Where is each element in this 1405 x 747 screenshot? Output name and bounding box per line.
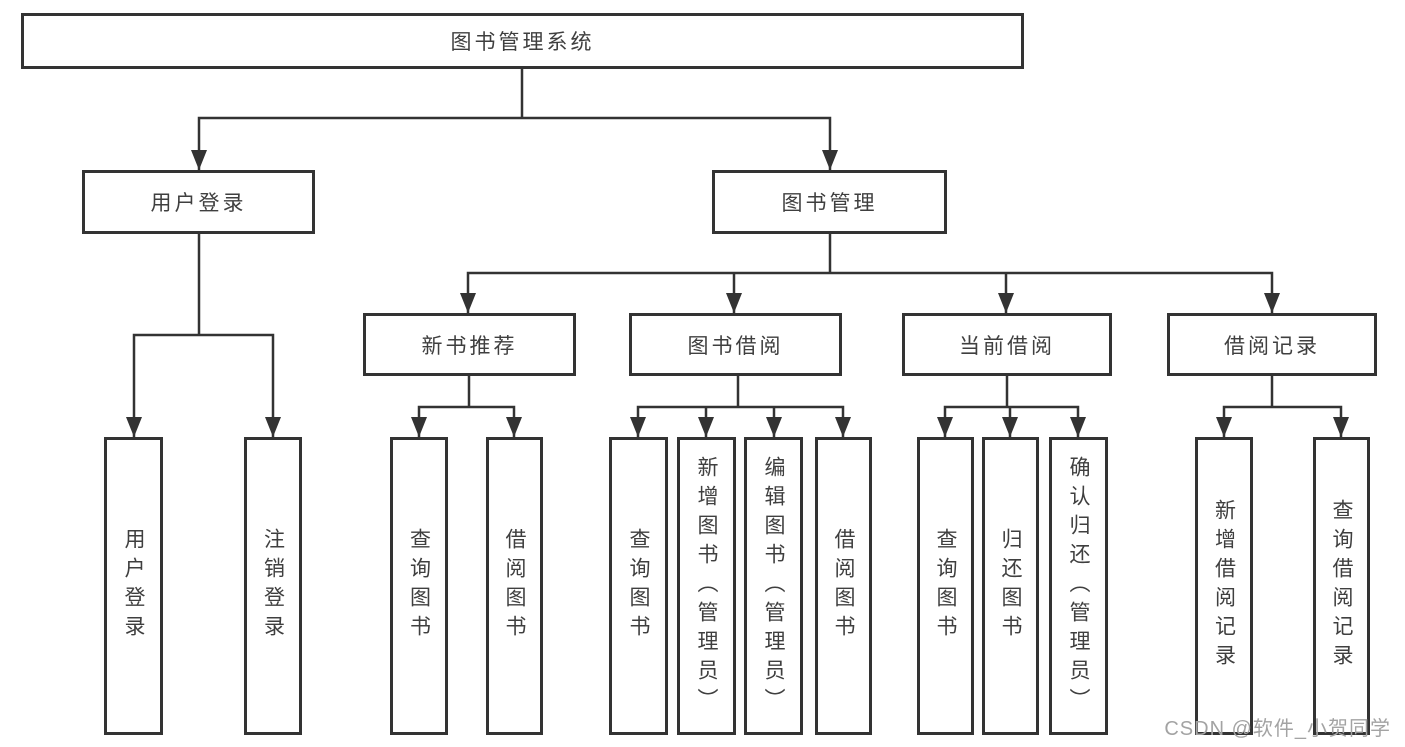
arrowhead <box>1216 417 1232 437</box>
node-label: 新增图书（管理员） <box>695 455 718 717</box>
node-current-borrow: 当前借阅 <box>902 313 1112 376</box>
node-return-book: 归还图书 <box>982 437 1039 735</box>
node-book-borrow: 图书借阅 <box>629 313 842 376</box>
arrowhead <box>1333 417 1349 437</box>
node-borrow-books-1: 借阅图书 <box>486 437 543 735</box>
connector-user-login <box>132 234 275 437</box>
node-add-book-admin: 新增图书（管理员） <box>677 437 736 735</box>
node-label: 查询借阅记录 <box>1330 499 1353 673</box>
node-label: 查询图书 <box>627 528 650 644</box>
node-book-mgmt: 图书管理 <box>712 170 947 234</box>
arrowhead <box>411 417 427 437</box>
connector-book-borrow <box>636 376 845 437</box>
arrowhead <box>726 293 742 313</box>
arrowhead <box>937 417 953 437</box>
connector-root <box>197 68 832 170</box>
node-library-system: 图书管理系统 <box>21 13 1024 69</box>
csdn-watermark: CSDN @软件_小贺同学 <box>1164 718 1391 740</box>
arrowhead <box>506 417 522 437</box>
node-label: 编辑图书（管理员） <box>762 455 785 717</box>
node-label: 借阅图书 <box>503 528 526 644</box>
node-query-books-1: 查询图书 <box>390 437 448 735</box>
arrowhead <box>698 417 714 437</box>
node-query-borrow-record: 查询借阅记录 <box>1313 437 1370 735</box>
arrowhead <box>191 150 207 170</box>
arrowhead <box>630 417 646 437</box>
node-confirm-return-admin: 确认归还（管理员） <box>1049 437 1108 735</box>
arrowhead <box>766 417 782 437</box>
node-label: 用户登录 <box>122 528 145 644</box>
arrowhead <box>265 417 281 437</box>
arrowhead <box>460 293 476 313</box>
node-label: 借阅图书 <box>832 528 855 644</box>
node-label: 查询图书 <box>407 528 431 644</box>
arrowhead <box>822 150 838 170</box>
node-add-borrow-record: 新增借阅记录 <box>1195 437 1253 735</box>
node-label: 新增借阅记录 <box>1212 499 1236 673</box>
node-login: 用户登录 <box>104 437 163 735</box>
node-borrow-records: 借阅记录 <box>1167 313 1377 376</box>
node-label: 归还图书 <box>999 528 1022 644</box>
node-label: 查询图书 <box>934 528 957 644</box>
node-label: 确认归还（管理员） <box>1067 455 1090 717</box>
node-query-books-3: 查询图书 <box>917 437 974 735</box>
node-logout: 注销登录 <box>244 437 302 735</box>
node-borrow-books-2: 借阅图书 <box>815 437 872 735</box>
arrowhead <box>1264 293 1280 313</box>
arrowhead <box>1070 417 1086 437</box>
arrowhead <box>998 293 1014 313</box>
connector-new-book-rec <box>417 376 516 437</box>
node-user-login: 用户登录 <box>82 170 315 234</box>
connector-borrow-records <box>1222 376 1343 437</box>
node-edit-book-admin: 编辑图书（管理员） <box>744 437 803 735</box>
arrowhead <box>126 417 142 437</box>
arrowhead <box>1002 417 1018 437</box>
node-label: 注销登录 <box>261 528 285 644</box>
node-query-books-2: 查询图书 <box>609 437 668 735</box>
connector-book-mgmt <box>466 234 1274 313</box>
node-new-book-rec: 新书推荐 <box>363 313 576 376</box>
arrowhead <box>835 417 851 437</box>
